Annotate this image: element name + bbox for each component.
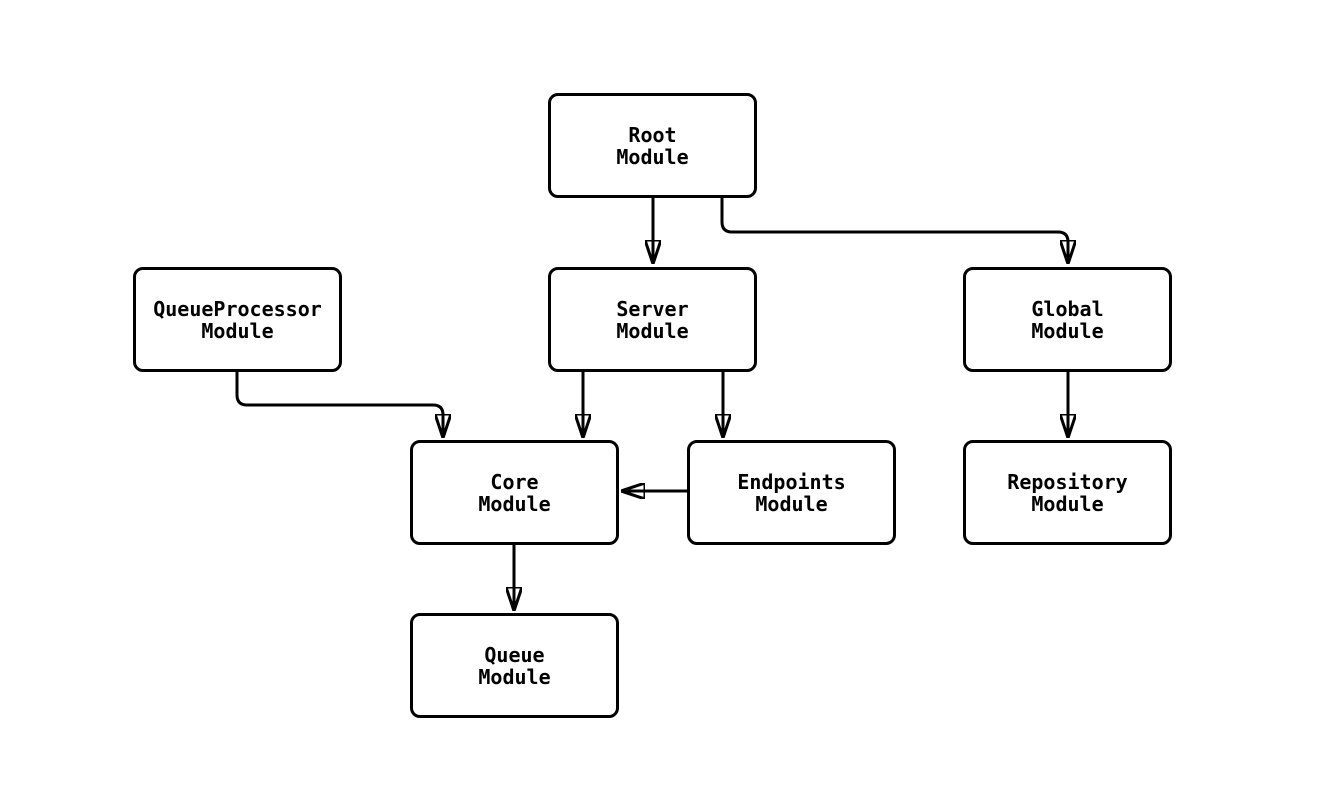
- node-label: Repository Module: [1007, 469, 1128, 516]
- node-queue-module[interactable]: Queue Module: [410, 613, 619, 718]
- node-label: QueueProcessor Module: [153, 296, 322, 343]
- node-label: Queue Module: [478, 642, 551, 689]
- node-repository-module[interactable]: Repository Module: [963, 440, 1172, 545]
- node-global-module[interactable]: Global Module: [963, 267, 1172, 372]
- node-core-module[interactable]: Core Module: [410, 440, 619, 545]
- edge-queueprocessor-to-core: [235, 372, 443, 436]
- edge-root-to-global: [720, 198, 1068, 262]
- node-root-module[interactable]: Root Module: [548, 93, 757, 198]
- node-label: Server Module: [616, 296, 689, 343]
- node-server-module[interactable]: Server Module: [548, 267, 757, 372]
- node-label: Endpoints Module: [737, 469, 846, 516]
- node-label: Global Module: [1031, 296, 1104, 343]
- node-label: Core Module: [478, 469, 551, 516]
- node-endpoints-module[interactable]: Endpoints Module: [687, 440, 896, 545]
- node-label: Root Module: [616, 122, 689, 169]
- node-queueprocessor-module[interactable]: QueueProcessor Module: [133, 267, 342, 372]
